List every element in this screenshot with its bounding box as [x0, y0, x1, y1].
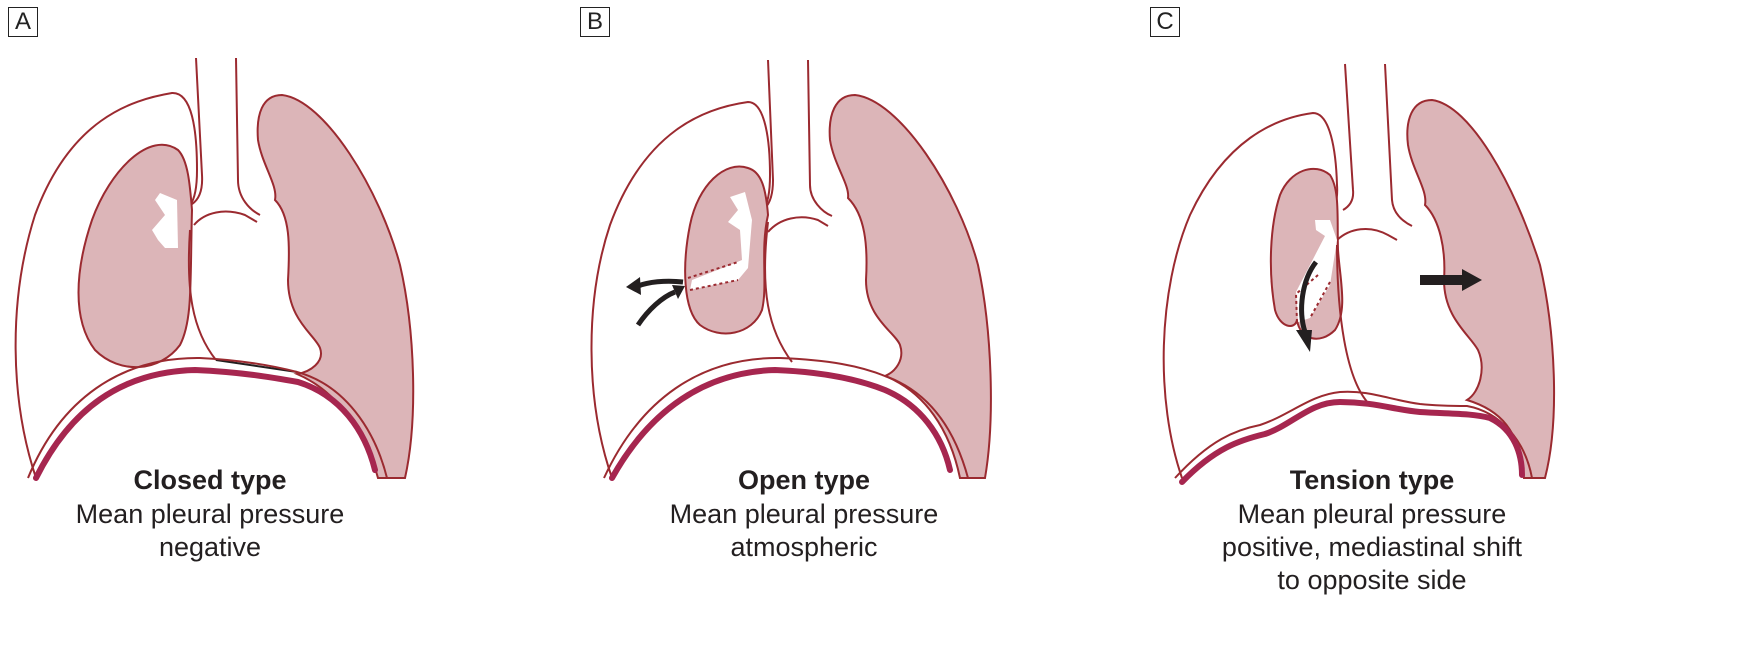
- heart-border-right: [187, 229, 217, 361]
- pleural-cavity-outline: [590, 100, 772, 479]
- air-in-arrowhead: [672, 285, 685, 299]
- caption-line: to opposite side: [1277, 565, 1467, 595]
- caption-title: Open type: [737, 465, 871, 495]
- caption-line: Mean pleural pressure: [1237, 499, 1507, 529]
- caption-closed-type: Closed type Mean pleural pressure negati…: [0, 464, 420, 564]
- heart-border-right: [764, 221, 793, 363]
- collapsed-right-lung: [77, 143, 194, 369]
- bronchus: [193, 210, 258, 226]
- bronchial-tree: [690, 192, 752, 290]
- air-out-arrowhead: [626, 277, 641, 295]
- left-lung: [256, 93, 415, 479]
- caption-line: positive, mediastinal shift: [1221, 532, 1523, 562]
- bronchial-tree: [152, 193, 178, 248]
- trachea-left-wall: [1342, 63, 1355, 211]
- trachea-left-wall: [191, 57, 204, 205]
- caption-line: Mean pleural pressure: [75, 499, 345, 529]
- diaphragm: [609, 366, 953, 481]
- bronchus: [767, 216, 829, 233]
- caption-title: Closed type: [133, 465, 287, 495]
- trachea-right-wall: [235, 57, 261, 216]
- panel-b-drawing: [590, 59, 992, 481]
- mediastinal-shift-arrow: [1420, 269, 1482, 291]
- heart-border-right: [1336, 244, 1371, 406]
- pleural-cavity-outline: [1162, 111, 1339, 479]
- bronchial-tree: [1296, 220, 1337, 322]
- panel-label-a: A: [8, 7, 38, 37]
- air-trapping-arrow: [1299, 260, 1319, 333]
- caption-line: atmospheric: [730, 532, 878, 562]
- caption-line: Mean pleural pressure: [669, 499, 939, 529]
- caption-title: Tension type: [1289, 465, 1455, 495]
- pleural-cavity-outline: [14, 91, 199, 479]
- caption-line: negative: [158, 532, 262, 562]
- bronchus: [1336, 228, 1398, 241]
- open-wound-channel: [687, 261, 739, 291]
- airway-valve: [1294, 274, 1331, 323]
- air-trapping-arrowhead: [1296, 330, 1312, 352]
- left-lung: [1406, 98, 1556, 479]
- panel-a-drawing: [14, 57, 415, 481]
- pleura-outer: [27, 356, 388, 479]
- panel-label-c: C: [1150, 7, 1180, 37]
- air-in-arrow: [635, 289, 676, 327]
- air-out-arrow: [637, 278, 684, 289]
- caption-tension-type: Tension type Mean pleural pressure posit…: [1162, 464, 1582, 597]
- trachea-right-wall: [1384, 63, 1413, 227]
- diaphragm: [33, 366, 378, 481]
- panel-c-drawing: [1162, 63, 1556, 485]
- trachea-right-wall: [807, 59, 833, 217]
- collapsed-right-lung: [684, 165, 770, 335]
- left-lung: [828, 93, 992, 479]
- panel-label-b: B: [580, 7, 610, 37]
- pleura-outer: [1174, 390, 1533, 479]
- pleura-line: [215, 359, 298, 373]
- diaphragm: [1179, 398, 1525, 485]
- caption-open-type: Open type Mean pleural pressure atmosphe…: [594, 464, 1014, 564]
- pleura-outer: [603, 356, 969, 479]
